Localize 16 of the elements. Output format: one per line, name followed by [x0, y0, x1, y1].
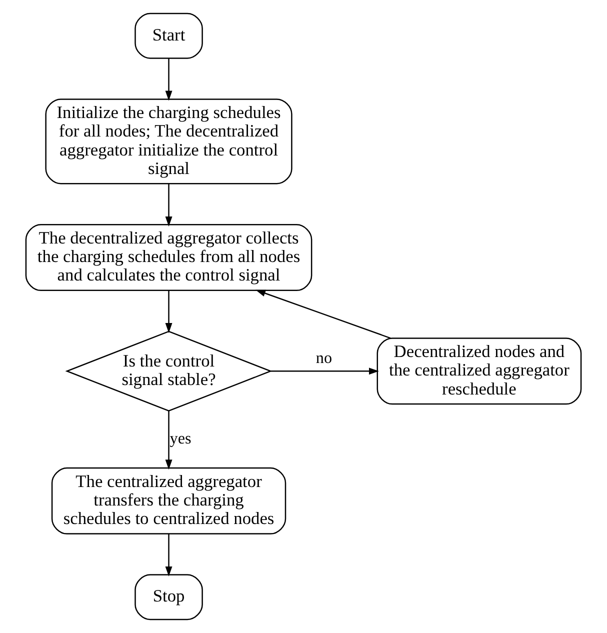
- arrow: [165, 410, 172, 470]
- edge-label: yes: [170, 430, 192, 448]
- arrow: [270, 368, 379, 375]
- node-box: Stop: [134, 574, 203, 620]
- edge-label: no: [316, 350, 332, 367]
- arrow: [165, 290, 172, 333]
- node-box: Initialize the charging schedules for all nodes; The decentralized aggregator initialize the control signal: [45, 98, 292, 184]
- node-box: The decentralized aggregator collects the charging schedules from all nodes and calculates the control signal: [25, 224, 312, 292]
- arrow: [256, 290, 391, 339]
- arrow: [165, 534, 172, 576]
- node-box: Decentralized nodes and the centralized aggregator reschedule: [376, 338, 582, 405]
- node-box: Start: [134, 12, 203, 59]
- arrow: [165, 184, 172, 226]
- node-box: The centralized aggregator transfers the charging schedules to centralized nodes: [51, 467, 286, 534]
- node-diamond: Is the control signal stable?: [65, 330, 272, 412]
- arrow: [165, 58, 172, 101]
